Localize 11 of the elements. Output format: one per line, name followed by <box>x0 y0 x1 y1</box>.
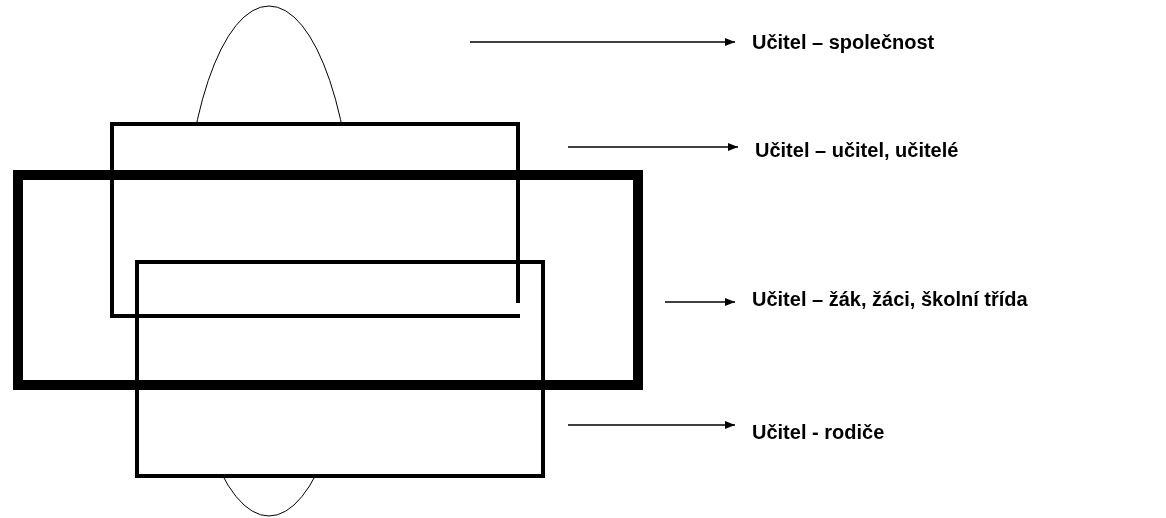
rectangle-frame <box>13 170 643 390</box>
arrow <box>664 298 736 306</box>
relation-label: Učitel – žák, žáci, školní třída <box>752 287 1028 311</box>
rectangle-frame <box>135 260 545 478</box>
relation-label: Učitel – učitel, učitelé <box>755 138 959 162</box>
arrow <box>567 421 736 429</box>
arrow <box>567 143 739 151</box>
relation-label: Učitel – společnost <box>752 30 935 54</box>
arrow <box>469 38 736 46</box>
relation-label: Učitel - rodiče <box>752 420 885 444</box>
rectangle-frame <box>110 122 520 318</box>
